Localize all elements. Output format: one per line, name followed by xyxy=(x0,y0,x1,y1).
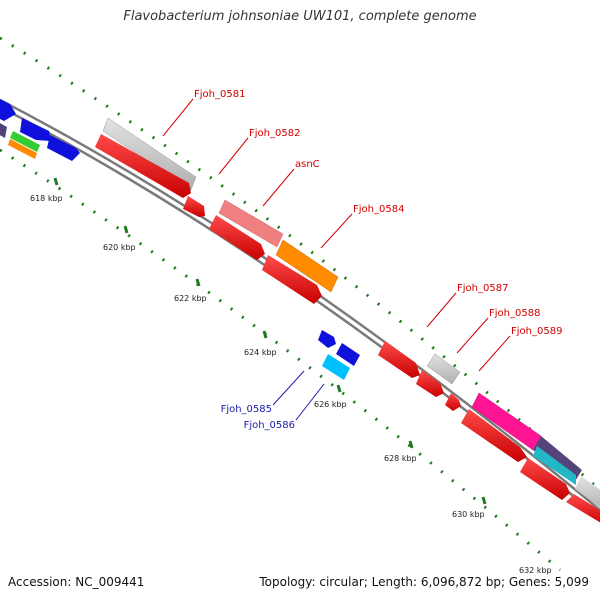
tick-label-628: 628 kbp xyxy=(384,454,417,463)
tick-label-624: 624 kbp xyxy=(244,348,277,357)
gene-arrow[interactable] xyxy=(47,135,80,161)
gene-arrow[interactable] xyxy=(445,393,461,411)
gene-fjoh-0584[interactable] xyxy=(275,239,339,293)
gene-label-fjoh-0589[interactable]: Fjoh_0589 xyxy=(511,326,562,337)
gene-label-fjoh-0584[interactable]: Fjoh_0584 xyxy=(353,204,404,215)
outer-tick-ring xyxy=(0,36,600,492)
leader-line xyxy=(262,168,295,207)
gene-arrow[interactable] xyxy=(0,97,16,121)
tick-label-626: 626 kbp xyxy=(314,400,347,409)
major-tick xyxy=(123,225,129,234)
tick-label-630: 630 kbp xyxy=(452,510,485,519)
gene-label-fjoh-0587[interactable]: Fjoh_0587 xyxy=(457,283,508,294)
leader-line xyxy=(295,383,325,421)
gene-label-asnc[interactable]: asnC xyxy=(295,159,320,170)
major-tick xyxy=(195,278,201,287)
gene-arrow[interactable] xyxy=(416,370,444,397)
major-ticks xyxy=(53,177,487,505)
forward-strand-genes xyxy=(102,117,600,512)
inner-track-genes xyxy=(95,134,600,526)
gene-label-fjoh-0588[interactable]: Fjoh_0588 xyxy=(489,308,540,319)
gene-fjoh-0588[interactable] xyxy=(426,353,461,385)
gene-arrow[interactable] xyxy=(0,121,7,138)
gene-arrow[interactable] xyxy=(95,134,191,198)
gene-fjoh-0581[interactable] xyxy=(102,117,197,191)
gene-labels: Fjoh_0581 Fjoh_0582 asnC Fjoh_0584 Fjoh_… xyxy=(194,89,562,431)
gene-arrow[interactable] xyxy=(20,118,51,141)
leader-line xyxy=(218,137,249,175)
tick-rings xyxy=(0,36,600,572)
gene-arrow[interactable] xyxy=(378,341,420,378)
tick-labels: 618 kbp 620 kbp 622 kbp 624 kbp 626 kbp … xyxy=(30,194,552,575)
gene-arrow[interactable] xyxy=(209,215,265,260)
gene-arrow[interactable] xyxy=(183,196,205,217)
gene-arrow[interactable] xyxy=(318,330,336,348)
gene-fjoh-0585[interactable] xyxy=(336,343,360,366)
gene-label-fjoh-0585[interactable]: Fjoh_0585 xyxy=(221,404,272,415)
gene-arrow[interactable] xyxy=(8,139,37,159)
genome-summary-text: Topology: circular; Length: 6,096,872 bp… xyxy=(259,575,589,589)
reverse-strand-genes xyxy=(318,330,360,380)
left-edge-genes xyxy=(0,97,80,161)
accession-text: Accession: NC_009441 xyxy=(8,575,145,589)
leader-line xyxy=(272,370,305,406)
leader-line xyxy=(478,335,511,372)
tick-label-622: 622 kbp xyxy=(174,294,207,303)
gene-arrow[interactable] xyxy=(10,131,40,152)
gene-label-fjoh-0581[interactable]: Fjoh_0581 xyxy=(194,89,245,100)
gene-arrow[interactable] xyxy=(461,409,527,462)
gene-fjoh-0586[interactable] xyxy=(322,354,350,380)
gene-arrow[interactable] xyxy=(262,255,322,304)
gene-arrow[interactable] xyxy=(533,446,576,485)
tick-label-618: 618 kbp xyxy=(30,194,63,203)
leader-line xyxy=(426,292,457,328)
gene-arrow[interactable] xyxy=(566,494,600,526)
gene-arrow[interactable] xyxy=(575,476,600,512)
tick-label-620: 620 kbp xyxy=(103,243,136,252)
major-tick xyxy=(53,177,59,186)
tick-label-632: 632 kbp xyxy=(519,566,552,575)
gene-label-fjoh-0582[interactable]: Fjoh_0582 xyxy=(249,128,300,139)
label-leaders xyxy=(162,98,511,421)
inner-tick-ring xyxy=(0,148,561,572)
leader-line xyxy=(162,98,194,137)
major-tick xyxy=(262,330,268,339)
major-tick xyxy=(481,496,487,505)
map-title: Flavobacterium johnsoniae UW101, complet… xyxy=(123,9,477,24)
gene-arrow[interactable] xyxy=(520,458,570,500)
major-tick xyxy=(408,440,414,449)
gene-asnc[interactable] xyxy=(218,199,284,248)
major-tick xyxy=(336,384,342,393)
leader-line xyxy=(320,213,353,249)
gene-label-fjoh-0586[interactable]: Fjoh_0586 xyxy=(244,420,295,431)
leader-line xyxy=(456,317,489,354)
